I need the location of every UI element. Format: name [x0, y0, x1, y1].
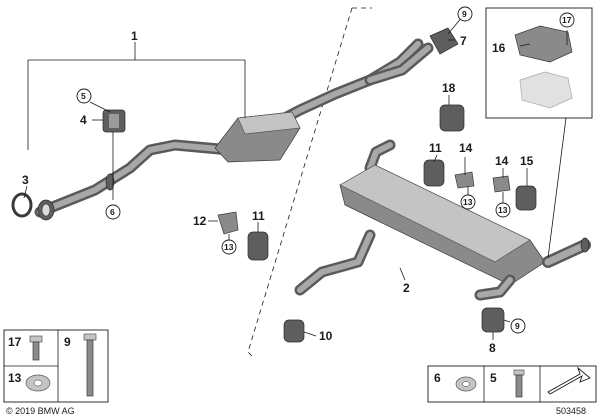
callout-15: 15 — [520, 154, 534, 168]
callout-3: 3 — [22, 173, 29, 187]
callout-circle-13-c — [495, 202, 511, 218]
callout-circle-13-a — [221, 239, 237, 255]
rubber-mount-11-left — [247, 231, 269, 261]
rubber-mount-upper — [429, 27, 459, 55]
rubber-mount-11-right — [423, 159, 445, 187]
direction-arrow-icon — [547, 366, 591, 395]
callout-6: 6 — [110, 207, 115, 217]
legend-left — [3, 329, 109, 403]
bolt-5-icon — [513, 369, 525, 398]
callout-7: 7 — [460, 34, 467, 48]
callout-circle-6 — [105, 204, 121, 220]
legend-left-label-9: 9 — [64, 335, 71, 349]
legend-right-label-5: 5 — [490, 371, 497, 385]
front-pipe-assembly — [34, 38, 434, 221]
callout-13-a: 13 — [224, 242, 234, 252]
section-cut-line — [247, 7, 353, 357]
legend-right — [427, 365, 597, 403]
diagram-number: 503458 — [556, 406, 586, 416]
copyright-text: © 2019 BMW AG — [6, 406, 75, 416]
callout-12: 12 — [193, 214, 207, 228]
rubber-mount-8 — [481, 307, 505, 333]
actuator-inset — [485, 7, 593, 119]
callout-circle-9-top — [457, 6, 473, 22]
rubber-mount-10 — [283, 319, 305, 343]
callout-11-left: 11 — [252, 209, 265, 223]
catalytic-converter — [214, 111, 301, 163]
callout-circle-9-bottom — [510, 318, 526, 334]
callout-2: 2 — [403, 281, 410, 295]
callout-8: 8 — [489, 341, 496, 355]
front-pipe-clamp — [105, 173, 115, 191]
rubber-mount-15 — [515, 185, 537, 211]
callout-9-top: 9 — [462, 9, 467, 19]
callout-circle-13-b — [460, 194, 476, 210]
callout-17: 17 — [562, 15, 572, 25]
bracket-12 — [217, 211, 239, 235]
tailpipe-trim — [580, 237, 590, 253]
legend-left-label-13: 13 — [8, 371, 22, 385]
callout-5: 5 — [81, 91, 86, 101]
callout-9-bottom: 9 — [515, 321, 520, 331]
nut-13-icon — [25, 374, 51, 392]
callout-10: 10 — [319, 329, 333, 343]
bracket-14-left — [454, 171, 475, 189]
callout-16: 16 — [492, 41, 506, 55]
callout-13-c: 13 — [498, 205, 508, 215]
rear-silencer-assembly — [294, 139, 591, 301]
clamp-3 — [11, 192, 33, 218]
callout-circle-17 — [559, 12, 575, 28]
callout-18: 18 — [442, 81, 456, 95]
bracket-14-right — [492, 175, 511, 193]
callout-11-right: 11 — [429, 141, 442, 155]
bolt-17-icon — [29, 335, 43, 361]
callout-4: 4 — [80, 113, 87, 127]
nut-6-icon — [455, 376, 477, 392]
bolt-9-icon — [83, 333, 97, 397]
legend-right-label-6: 6 — [434, 371, 441, 385]
callout-1: 1 — [131, 29, 138, 43]
callout-14-right: 14 — [495, 154, 509, 168]
callout-13-b: 13 — [463, 197, 473, 207]
leader-lines — [23, 15, 567, 340]
rubber-mount-18 — [439, 104, 465, 132]
legend-left-label-17: 17 — [8, 335, 22, 349]
callout-circle-5 — [76, 88, 92, 104]
callout-14-left: 14 — [459, 141, 473, 155]
rubber-mount-front — [102, 109, 126, 133]
